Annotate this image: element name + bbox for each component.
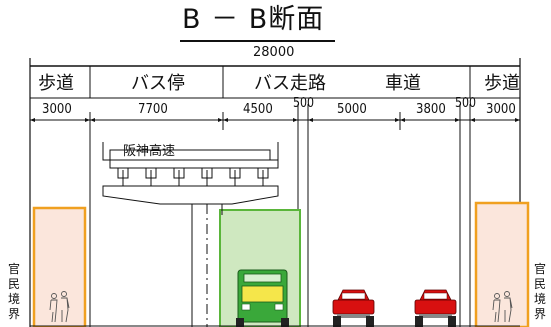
bus-icon (236, 269, 289, 327)
lane-label-roadway: 車道 (385, 73, 421, 94)
dimension-label: 7700 (138, 102, 168, 117)
boundary-label-left: 官民境界 (7, 262, 20, 321)
title-underline (180, 40, 335, 42)
sidewalk-left-area (32, 206, 87, 327)
lane-label-sidewalk-right: 歩道 (484, 73, 520, 94)
car-icon (414, 289, 457, 327)
dimension-arrows (30, 118, 520, 122)
bridge-label: 阪神高速 (123, 144, 176, 159)
dimension-label: 500 (455, 96, 477, 111)
sidewalk-right-area (474, 201, 530, 327)
pedestrian-icon (49, 291, 70, 323)
pedestrian-icon (492, 291, 513, 323)
elevated-expressway (102, 142, 279, 327)
dimension-label: 3000 (42, 102, 72, 117)
car-icon (332, 289, 375, 327)
total-width-label: 28000 (253, 45, 295, 60)
boundary-label-right: 官民境界 (533, 262, 546, 321)
dimension-label: 3000 (486, 102, 516, 117)
lane-label-bus-lane: バス走路 (254, 73, 326, 94)
dimension-label: 5000 (337, 102, 367, 117)
lane-label-sidewalk-left: 歩道 (38, 73, 74, 94)
dimension-label: 4500 (243, 102, 273, 117)
lane-label-bus-stop: バス停 (131, 73, 185, 94)
section-title: B － B断面 (182, 4, 325, 35)
dimension-label: 500 (293, 96, 315, 111)
dimension-label: 3800 (416, 102, 446, 117)
